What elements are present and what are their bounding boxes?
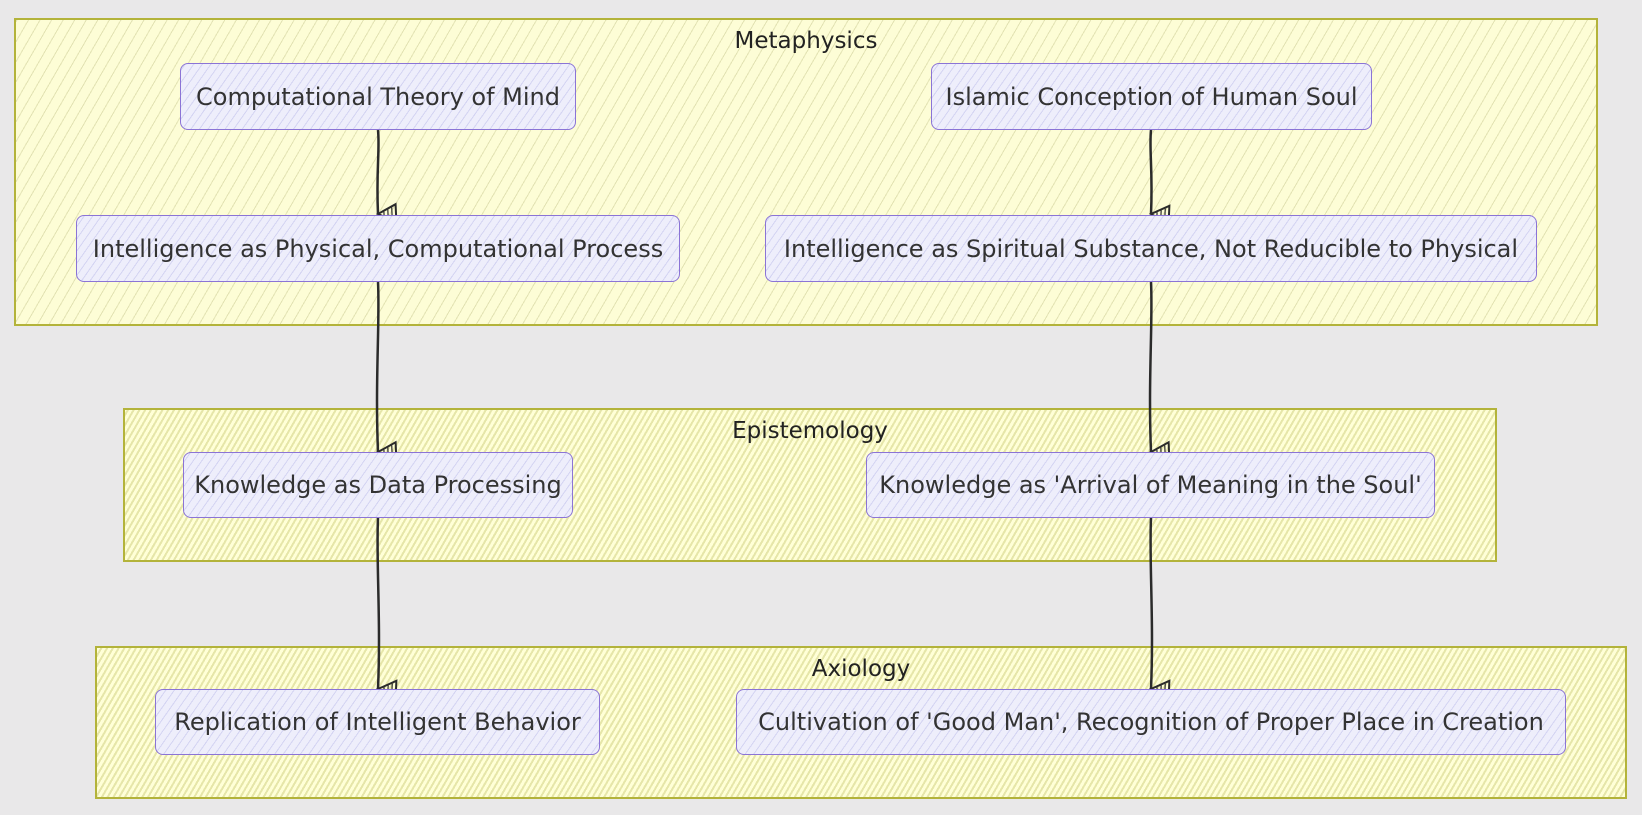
edge-data-to-replication <box>378 517 379 689</box>
node-label: Intelligence as Spiritual Substance, Not… <box>783 234 1519 263</box>
edge-meaning-to-cultivation <box>1151 517 1152 689</box>
node-knowledge-arrival-of-meaning[interactable]: Knowledge as 'Arrival of Meaning in the … <box>866 452 1435 518</box>
node-replication-intelligent-behavior[interactable]: Replication of Intelligent Behavior <box>155 689 600 755</box>
node-label: Knowledge as Data Processing <box>194 471 562 499</box>
node-label: Computational Theory of Mind <box>196 82 560 111</box>
node-computational-theory-of-mind[interactable]: Computational Theory of Mind <box>180 63 576 130</box>
node-label: Cultivation of 'Good Man', Recognition o… <box>758 708 1544 736</box>
edge-islamic-to-spiritual <box>1150 129 1151 214</box>
node-label: Knowledge as 'Arrival of Meaning in the … <box>879 471 1422 499</box>
node-knowledge-data-processing[interactable]: Knowledge as Data Processing <box>183 452 573 518</box>
node-label: Intelligence as Physical, Computational … <box>92 234 664 263</box>
node-islamic-conception-of-soul[interactable]: Islamic Conception of Human Soul <box>931 63 1372 130</box>
node-intelligence-spiritual[interactable]: Intelligence as Spiritual Substance, Not… <box>765 215 1537 282</box>
node-intelligence-physical[interactable]: Intelligence as Physical, Computational … <box>76 215 680 282</box>
group-title-metaphysics: Metaphysics <box>734 28 878 54</box>
edge-computational-to-physical <box>377 129 378 214</box>
node-cultivation-good-man[interactable]: Cultivation of 'Good Man', Recognition o… <box>736 689 1566 755</box>
group-title-epistemology: Epistemology <box>732 418 888 444</box>
node-label: Islamic Conception of Human Soul <box>945 82 1358 111</box>
group-title-axiology: Axiology <box>811 656 911 682</box>
edge-spiritual-to-meaning <box>1150 281 1151 452</box>
node-label: Replication of Intelligent Behavior <box>174 708 581 736</box>
edge-physical-to-data <box>377 281 378 452</box>
